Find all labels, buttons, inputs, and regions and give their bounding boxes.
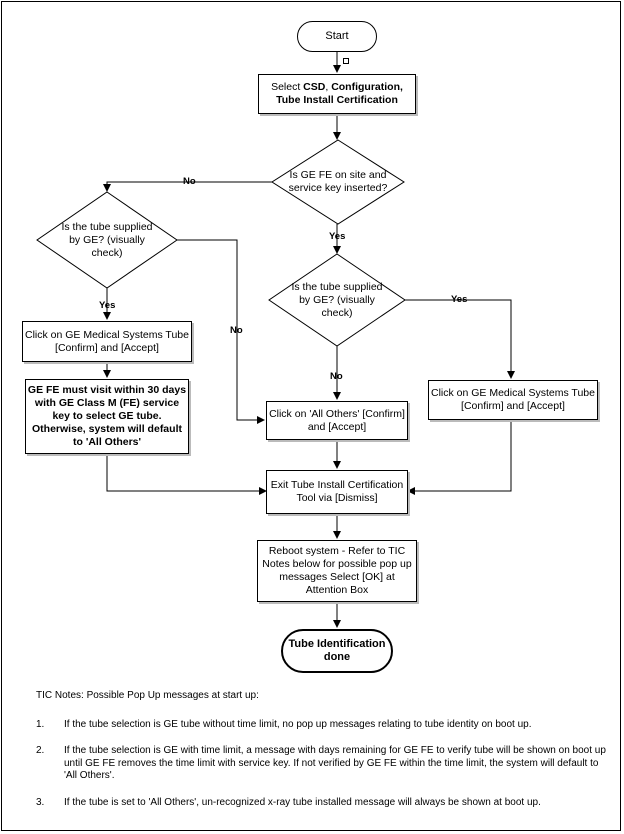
note-text: If the tube is set to 'All Others', un-r… <box>64 796 541 808</box>
reboot-box: Reboot system - Refer to TIC Notes below… <box>257 540 417 602</box>
notes-heading: TIC Notes: Possible Pop Up messages at s… <box>36 690 259 701</box>
label-yes-center: Yes <box>329 231 346 242</box>
note-number: 3. <box>36 796 45 808</box>
select-csd-text: Select CSD, Configuration, Tube Install … <box>271 81 403 106</box>
note-number: 1. <box>36 718 45 730</box>
label-yes-left: Yes <box>99 300 116 311</box>
diamond-fe-on-site <box>271 139 405 225</box>
connector-lines <box>103 52 515 628</box>
small-square-marker <box>343 58 349 64</box>
q-left-supplied-text: Is the tube supplied by GE? (visually ch… <box>61 220 153 259</box>
label-yes-right: Yes <box>451 294 468 305</box>
q-mid-supplied-text: Is the tube supplied by GE? (visually ch… <box>291 280 383 319</box>
q-fe-on-site-text: Is GE FE on site and service key inserte… <box>288 169 388 194</box>
note-number: 2. <box>36 745 45 756</box>
right-ge-tube-box: Click on GE Medical Systems Tube [Confir… <box>428 380 598 420</box>
select-csd-box: Select CSD, Configuration, Tube Install … <box>258 74 416 114</box>
label-no-top: No <box>183 176 196 187</box>
note-text: If the tube selection is GE with time li… <box>64 745 606 781</box>
note-text: If the tube selection is GE tube without… <box>64 718 532 730</box>
start-label: Start <box>325 30 349 42</box>
fe-must-visit-box: GE FE must visit within 30 days with GE … <box>25 379 189 454</box>
done-terminator: Tube Identification done <box>281 629 393 673</box>
start-terminator: Start <box>297 21 377 52</box>
note-item: 1. If the tube selection is GE tube with… <box>36 719 606 732</box>
note-item: 3. If the tube is set to 'All Others', u… <box>36 797 606 810</box>
all-others-box: Click on 'All Others' [Confirm] and [Acc… <box>266 401 408 440</box>
exit-tool-box: Exit Tube Install Certification Tool via… <box>266 470 408 514</box>
left-ge-tube-box: Click on GE Medical Systems Tube [Confir… <box>22 321 192 362</box>
tic-notes: TIC Notes: Possible Pop Up messages at s… <box>36 690 606 823</box>
note-item: 2. If the tube selection is GE with time… <box>36 745 606 783</box>
label-no-mid: No <box>330 371 343 382</box>
label-no-left: No <box>230 325 243 336</box>
